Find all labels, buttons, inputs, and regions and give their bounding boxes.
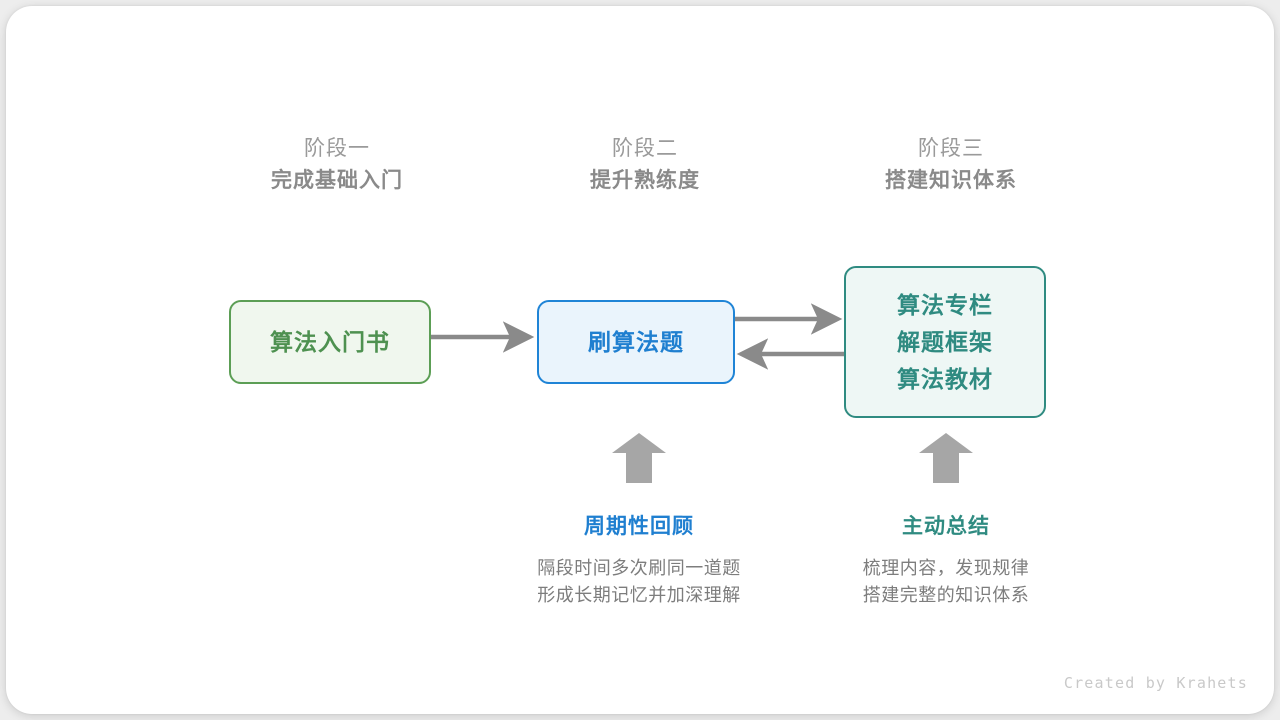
node-line: 刷算法题 <box>588 328 684 355</box>
annotation-desc-line: 梳理内容，发现规律 <box>862 558 1030 578</box>
arrow-summary-up <box>919 433 973 483</box>
annotation-active-summary: 主动总结 梳理内容，发现规律 搭建完整的知识体系 <box>796 511 1096 609</box>
annotation-desc-line: 形成长期记忆并加深理解 <box>537 585 741 605</box>
annotation-description: 隔段时间多次刷同一道题 形成长期记忆并加深理解 <box>489 555 789 609</box>
node-algorithm-intro-book[interactable]: 算法入门书 <box>229 300 431 384</box>
stage-title-2: 提升熟练度 <box>590 169 700 192</box>
annotation-desc-line: 隔段时间多次刷同一道题 <box>537 558 741 578</box>
credit-text: Created by Krahets <box>1063 674 1248 692</box>
stage-title-1: 完成基础入门 <box>271 169 403 192</box>
stage-header-3: 阶段三 搭建知识体系 <box>821 134 1081 198</box>
stage-header-1: 阶段一 完成基础入门 <box>207 134 467 198</box>
annotation-description: 梳理内容，发现规律 搭建完整的知识体系 <box>796 555 1096 609</box>
node-knowledge-resources[interactable]: 算法专栏 解题框架 算法教材 <box>844 266 1046 418</box>
node-line: 算法教材 <box>897 365 993 392</box>
annotation-desc-line: 搭建完整的知识体系 <box>862 585 1030 605</box>
node-practice-problems[interactable]: 刷算法题 <box>537 300 735 384</box>
stage-title-3: 搭建知识体系 <box>885 169 1017 192</box>
stage-label-2: 阶段二 <box>612 137 678 160</box>
stage-header-2: 阶段二 提升熟练度 <box>515 134 775 198</box>
arrow-review-up <box>612 433 666 483</box>
node-line: 算法入门书 <box>270 328 390 355</box>
stage-label-1: 阶段一 <box>304 137 370 160</box>
annotation-title: 主动总结 <box>902 515 990 538</box>
annotation-title: 周期性回顾 <box>584 515 694 538</box>
diagram-canvas: 阶段一 完成基础入门 阶段二 提升熟练度 阶段三 搭建知识体系 <box>6 6 1274 714</box>
node-line: 解题框架 <box>897 328 993 355</box>
annotation-periodic-review: 周期性回顾 隔段时间多次刷同一道题 形成长期记忆并加深理解 <box>489 511 789 609</box>
node-line: 算法专栏 <box>897 291 993 318</box>
stage-label-3: 阶段三 <box>918 137 984 160</box>
